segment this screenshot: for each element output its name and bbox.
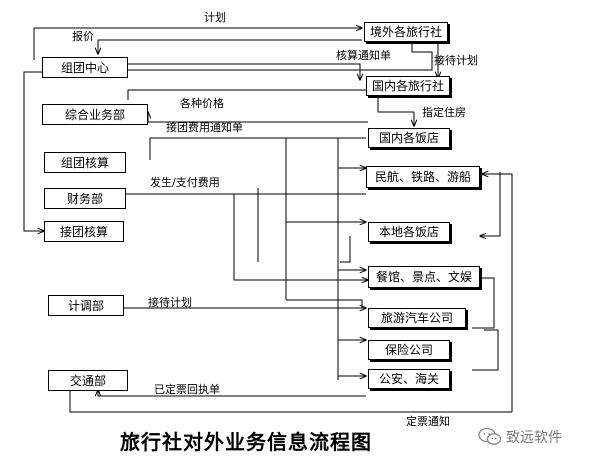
flow-designated-lodging-line: [377, 98, 414, 113]
overseas-agencies-box: 境外各旅行社: [364, 22, 448, 42]
local-hotels-box: 本地各饭店: [368, 222, 450, 242]
label-reception-plan-top: 接待计划: [434, 54, 478, 67]
domestic-agencies-box: 国内各旅行社: [366, 76, 450, 96]
flow-quote-line: [98, 39, 362, 54]
group-center-box: 组团中心: [42, 57, 128, 78]
air-rail-cruise-box: 民航、铁路、游船: [366, 166, 480, 188]
label-ticket-receipt: 已定票回执单: [154, 383, 220, 396]
finance-box: 财务部: [44, 188, 126, 209]
watermark-text: 致远软件: [506, 430, 562, 446]
watermark: 致远软件: [478, 427, 562, 447]
wechat-icon: [478, 427, 502, 445]
flow-right-column-b: [480, 172, 501, 236]
label-reception-plan: 接待计划: [148, 296, 192, 309]
label-designated-lodging: 指定住房: [422, 106, 466, 119]
flow-to-bus-branch-line: [286, 299, 363, 308]
group-accounting-box: 组团核算: [44, 152, 126, 173]
label-reception-fee-notice: 接团费用通知单: [166, 121, 243, 134]
domestic-hotels-box: 国内各饭店: [368, 128, 450, 148]
flow-right-column-c: [472, 277, 495, 329]
flow-ticket-notice-line: [69, 388, 512, 413]
label-quote: 报价: [72, 30, 94, 43]
flow-right-column-d: [472, 329, 499, 371]
flow-center-reception-acct-line: [23, 71, 44, 231]
flow-payments-branch: [233, 194, 368, 280]
tour-bus-box: 旅游汽车公司: [368, 308, 466, 328]
flow-settlement-line: [128, 40, 433, 71]
restaurants-sights-box: 餐馆、景点、文娱: [368, 266, 480, 288]
label-prices: 各种价格: [180, 97, 224, 110]
label-payments: 发生/支付费用: [150, 176, 220, 189]
label-settlement-notice: 核算通知单: [336, 49, 391, 62]
insurance-box: 保险公司: [368, 340, 450, 360]
label-plan: 计划: [204, 11, 226, 24]
general-affairs-box: 综合业务部: [42, 104, 148, 125]
flow-local-hotels-feedback-line: [340, 236, 351, 263]
diagram-title: 旅行社对外业务信息流程图: [120, 430, 372, 454]
flow-right-column-a: [482, 174, 513, 412]
planning-box: 计调部: [48, 295, 124, 316]
police-customs-box: 公安、海关: [368, 369, 450, 389]
flow-prices-line: [148, 112, 368, 123]
flow-ticket-receipt-line: [98, 390, 366, 397]
flow-center-domestic-line: [128, 63, 360, 80]
label-ticket-notice: 定票通知: [406, 415, 450, 428]
transport-box: 交通部: [48, 370, 128, 391]
flow-domestic-feedback-line: [127, 89, 366, 100]
reception-accounting-box: 接团核算: [44, 221, 124, 242]
flow-fee-notice-line: [149, 137, 366, 160]
flow-plan-line: [33, 28, 362, 60]
